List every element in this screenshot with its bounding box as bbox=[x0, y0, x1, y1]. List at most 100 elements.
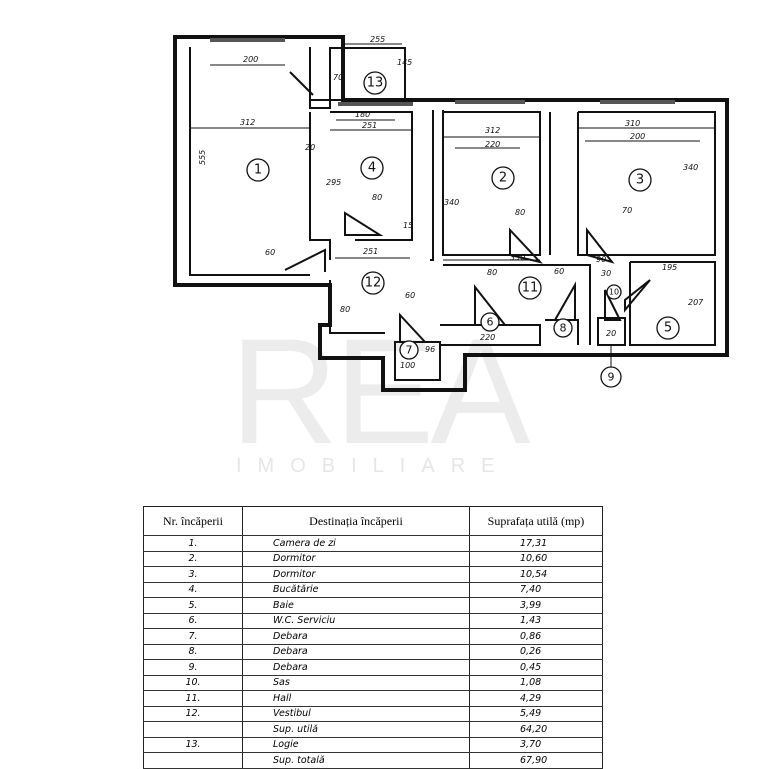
svg-text:20: 20 bbox=[305, 143, 315, 152]
svg-text:15: 15 bbox=[403, 221, 413, 230]
room-number-cell: 8. bbox=[143, 644, 243, 660]
svg-text:1: 1 bbox=[254, 163, 262, 178]
usable-area-cell: 3,70 bbox=[469, 737, 603, 753]
svg-text:100: 100 bbox=[400, 361, 415, 370]
header-room-purpose: Destinația încăperii bbox=[242, 506, 470, 536]
room-purpose-cell: Sup. totală bbox=[242, 752, 470, 769]
room-purpose-cell: Debara bbox=[242, 659, 470, 676]
room-purpose-cell: Camera de zi bbox=[242, 535, 470, 552]
svg-text:220: 220 bbox=[480, 333, 495, 342]
room-number-cell: 12. bbox=[143, 706, 243, 722]
room-number-cell bbox=[143, 721, 243, 738]
floor-plan: 255 200 145 70 312 555 180 251 20 295 80… bbox=[173, 35, 729, 392]
room-number-cell: 13. bbox=[143, 737, 243, 753]
svg-text:195: 195 bbox=[662, 263, 677, 272]
usable-area-cell: 1,43 bbox=[469, 613, 603, 629]
svg-text:350: 350 bbox=[510, 253, 525, 262]
usable-area-cell: 0,86 bbox=[469, 628, 603, 645]
header-room-number: Nr. încăperii bbox=[143, 506, 243, 536]
usable-area-cell: 0,26 bbox=[469, 644, 603, 660]
table-header: Nr. încăperii Destinația încăperii Supra… bbox=[143, 506, 603, 536]
room-number-cell: 1. bbox=[143, 535, 243, 552]
room-number-11: 11 bbox=[518, 276, 542, 300]
usable-area-cell: 7,40 bbox=[469, 582, 603, 598]
room-purpose-cell: Vestibul bbox=[242, 706, 470, 722]
svg-text:251: 251 bbox=[363, 247, 378, 256]
room-number-cell: 3. bbox=[143, 566, 243, 583]
room-number-3: 3 bbox=[628, 168, 652, 192]
room-number-7: 7 bbox=[399, 340, 419, 360]
room-number-cell: 11. bbox=[143, 690, 243, 707]
usable-area-cell: 10,54 bbox=[469, 566, 603, 583]
svg-text:10: 10 bbox=[609, 288, 619, 297]
room-purpose-cell: Dormitor bbox=[242, 551, 470, 567]
room-purpose-cell: Sup. utilă bbox=[242, 721, 470, 738]
dimension-labels: 255 200 145 70 312 555 180 251 20 295 80… bbox=[198, 35, 704, 370]
room-number-12: 12 bbox=[361, 271, 385, 295]
svg-text:9: 9 bbox=[608, 371, 615, 384]
windows bbox=[210, 38, 675, 106]
usable-area-cell: 64,20 bbox=[469, 721, 603, 738]
room-purpose-cell: W.C. Serviciu bbox=[242, 613, 470, 629]
room-number-5: 5 bbox=[656, 316, 680, 340]
svg-text:312: 312 bbox=[485, 126, 500, 135]
room-purpose-cell: Debara bbox=[242, 628, 470, 645]
svg-text:220: 220 bbox=[485, 140, 500, 149]
svg-text:90: 90 bbox=[596, 255, 606, 264]
svg-text:11: 11 bbox=[522, 281, 539, 296]
svg-text:312: 312 bbox=[240, 118, 255, 127]
usable-area-cell: 5,49 bbox=[469, 706, 603, 722]
svg-text:30: 30 bbox=[601, 269, 611, 278]
room-purpose-cell: Debara bbox=[242, 644, 470, 660]
svg-text:4: 4 bbox=[368, 161, 376, 176]
interior-walls bbox=[189, 47, 716, 381]
watermark-logo: REA bbox=[230, 307, 530, 475]
svg-text:200: 200 bbox=[243, 55, 258, 64]
usable-area-cell: 10,60 bbox=[469, 551, 603, 567]
room-number-2: 2 bbox=[491, 166, 515, 190]
room-number-4: 4 bbox=[360, 156, 384, 180]
svg-text:7: 7 bbox=[406, 344, 413, 357]
svg-text:555: 555 bbox=[198, 150, 207, 165]
room-purpose-cell: Dormitor bbox=[242, 566, 470, 583]
usable-area-cell: 3,99 bbox=[469, 597, 603, 614]
svg-text:70: 70 bbox=[333, 73, 343, 82]
svg-text:70: 70 bbox=[622, 206, 632, 215]
room-number-9: 9 bbox=[600, 345, 622, 388]
room-purpose-cell: Bucătărie bbox=[242, 582, 470, 598]
room-number-1: 1 bbox=[246, 158, 270, 182]
svg-text:80: 80 bbox=[487, 268, 497, 277]
watermark-subtitle: IMOBILIARE bbox=[236, 455, 511, 477]
usable-area-cell: 1,08 bbox=[469, 675, 603, 691]
usable-area-cell: 0,45 bbox=[469, 659, 603, 676]
svg-text:207: 207 bbox=[688, 298, 704, 307]
svg-text:340: 340 bbox=[683, 163, 698, 172]
room-number-cell: 10. bbox=[143, 675, 243, 691]
room-number-cell: 6. bbox=[143, 613, 243, 629]
room-purpose-cell: Sas bbox=[242, 675, 470, 691]
room-number-13: 13 bbox=[363, 71, 387, 95]
room-purpose-cell: Logie bbox=[242, 737, 470, 753]
svg-text:6: 6 bbox=[487, 316, 494, 329]
svg-text:12: 12 bbox=[365, 276, 382, 291]
room-number-cell: 4. bbox=[143, 582, 243, 598]
svg-text:8: 8 bbox=[560, 322, 567, 335]
svg-text:13: 13 bbox=[367, 76, 384, 91]
svg-text:20: 20 bbox=[606, 329, 616, 338]
dimension-lines bbox=[190, 43, 715, 263]
svg-text:60: 60 bbox=[554, 267, 564, 276]
room-number-cell: 2. bbox=[143, 551, 243, 567]
room-number-cell bbox=[143, 752, 243, 769]
